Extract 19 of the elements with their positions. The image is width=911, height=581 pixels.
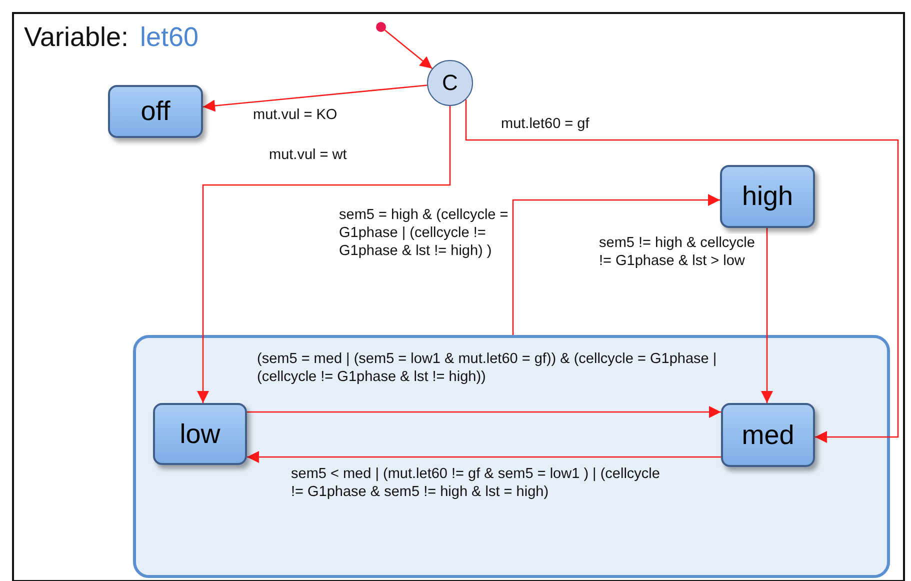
arrow [202, 84, 428, 112]
state-box: med [721, 403, 815, 467]
arrow [465, 100, 899, 443]
arrow [247, 451, 721, 463]
title: Variable: [24, 22, 129, 53]
edge-label: sem5 < med | (mut.let60 != gf & sem5 = low1 ) | (cellcycle != G1phase & sem5 != high & lst = high) [290, 465, 662, 501]
arrow [761, 228, 773, 403]
arrow [512, 194, 720, 335]
state-box: low [153, 403, 247, 465]
arrow [384, 30, 433, 69]
edge-label: sem5 = high & (cellcycle = G1phase | (cellcycle != G1phase & lst != high) ) [338, 206, 510, 260]
choice-circle: C [427, 60, 473, 106]
variable-name: let60 [140, 22, 199, 53]
edge-label: (sem5 = med | (sem5 = low1 & mut.let60 = gf)) & (cellcycle = G1phase | (cellcycle != G1phase & lst != high)) [256, 350, 718, 386]
state-box: high [720, 165, 815, 228]
state-box: off [108, 85, 203, 138]
arrow [197, 106, 451, 403]
start-dot [376, 22, 386, 32]
arrow [247, 406, 721, 418]
